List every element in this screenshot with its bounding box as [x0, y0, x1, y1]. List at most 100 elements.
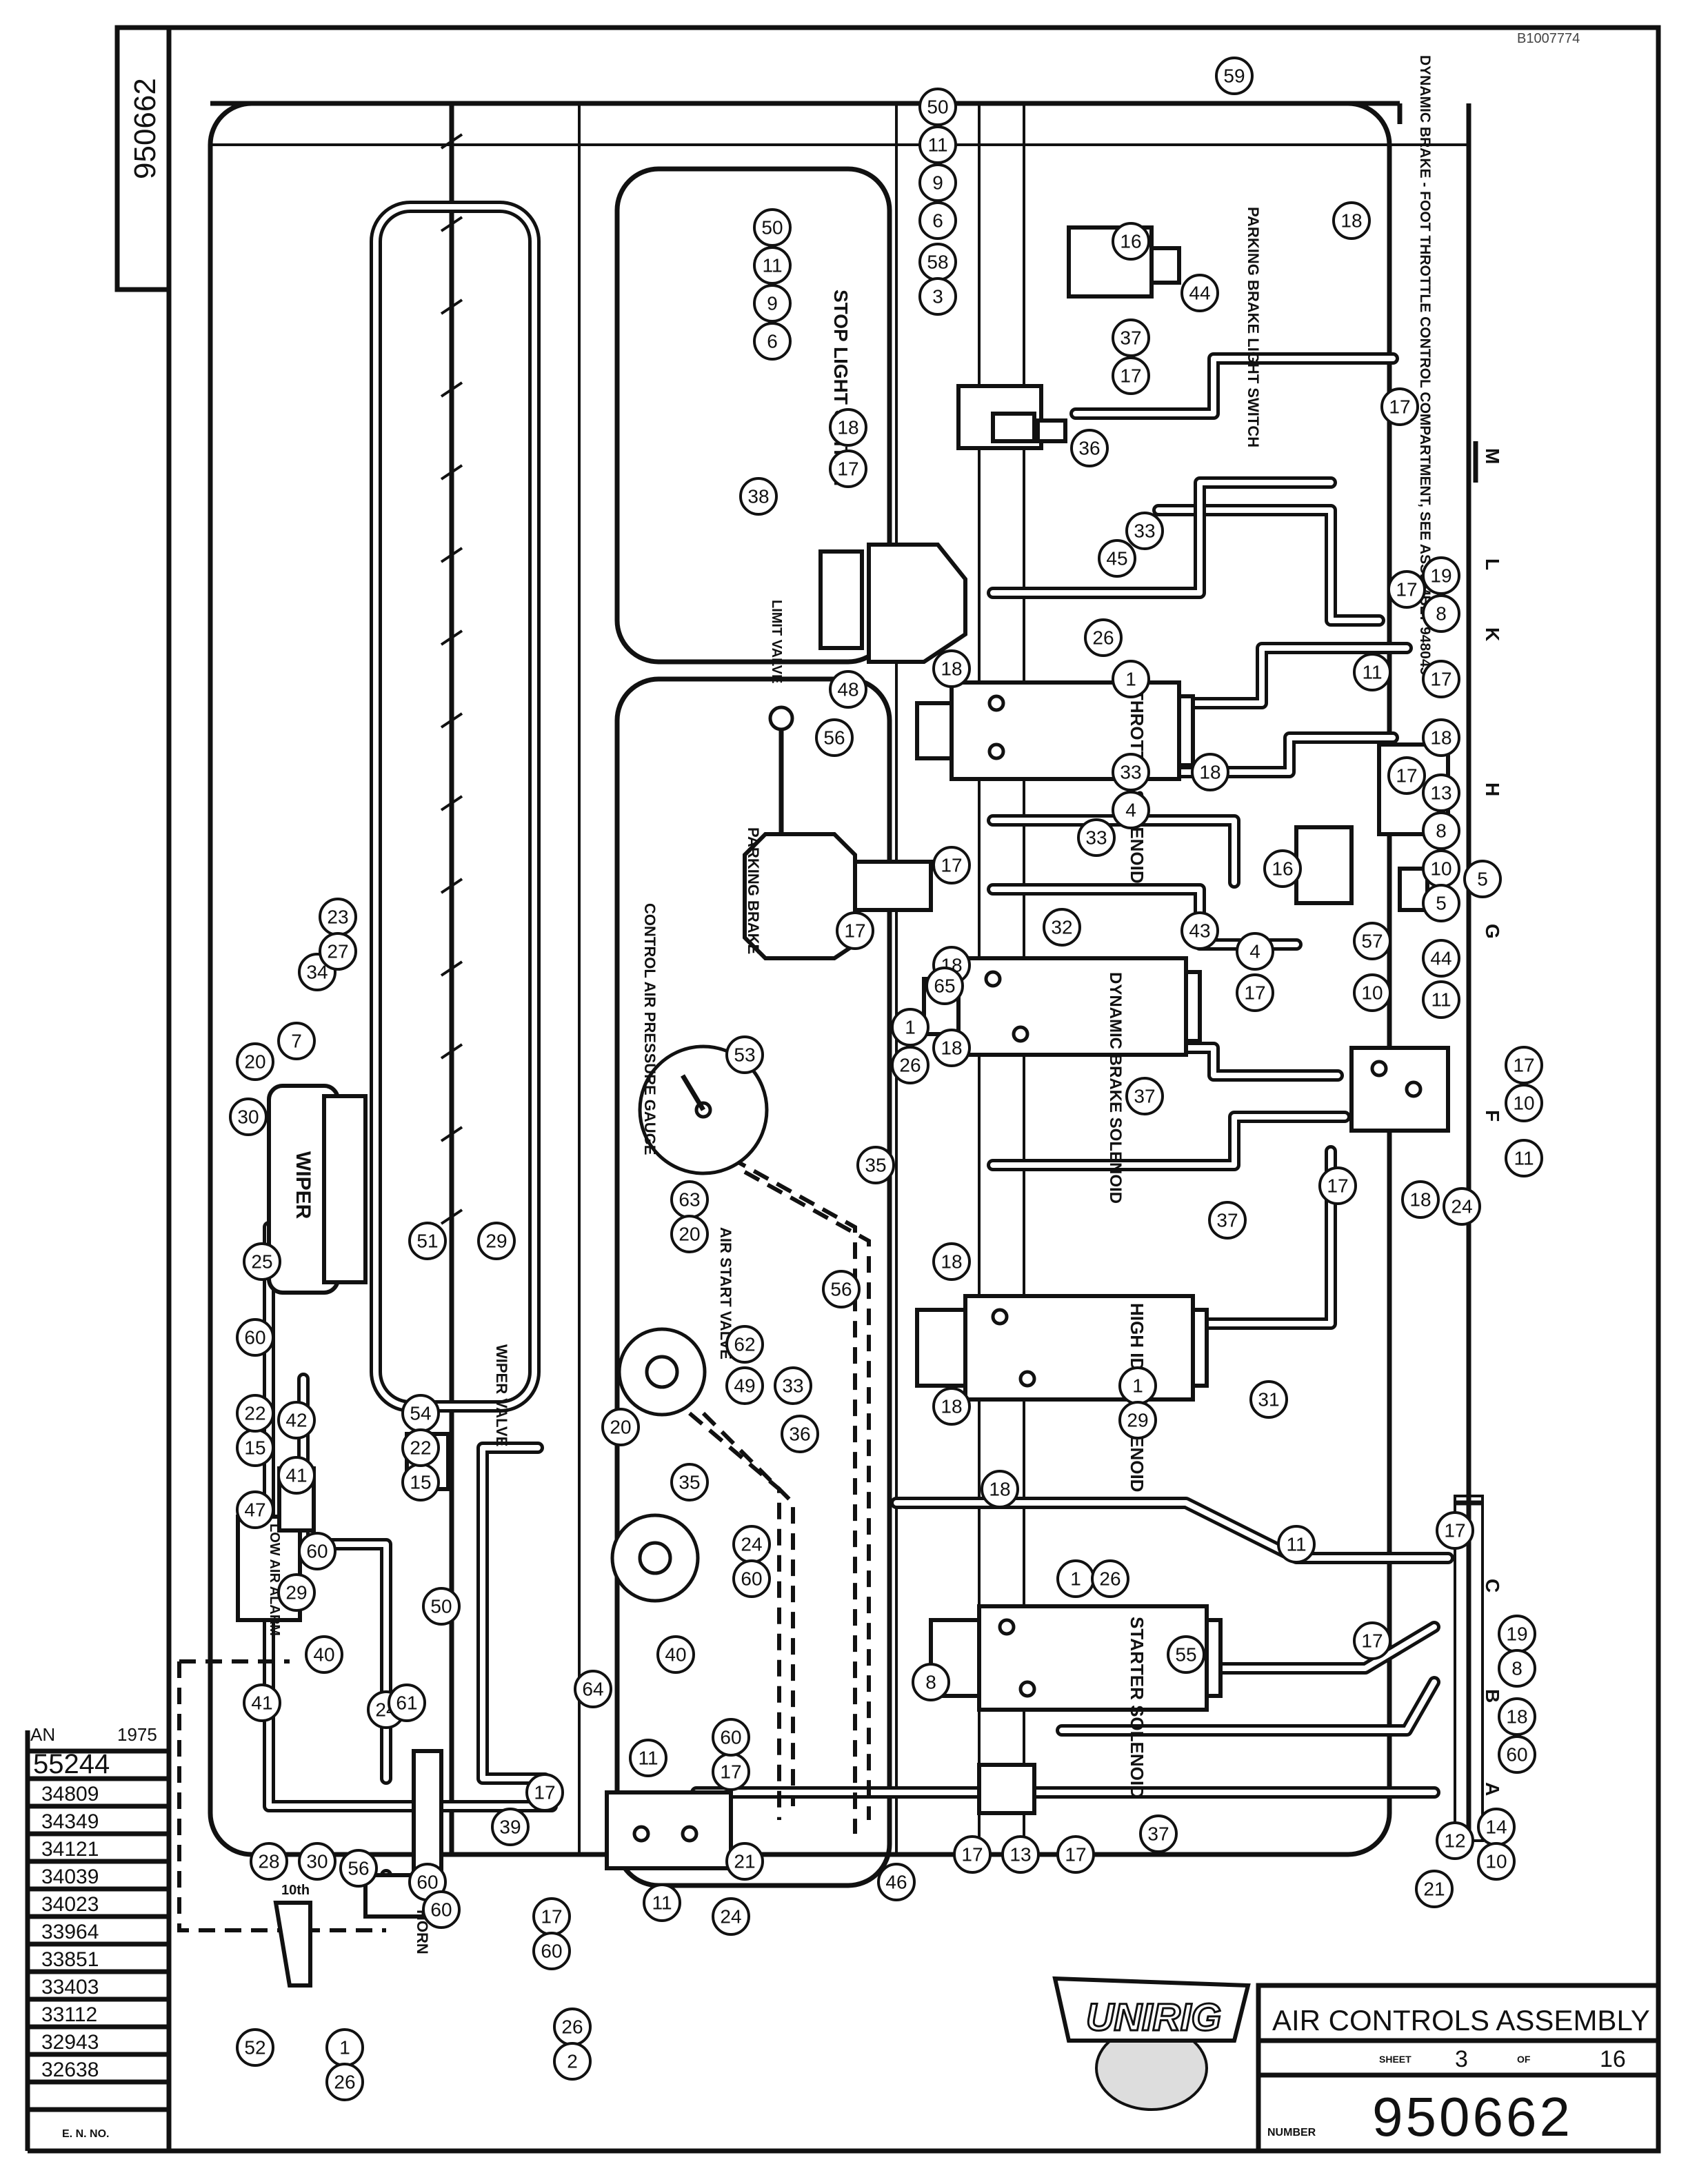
item-balloons: 59 50 11 9 6 50 11 9 6 58 3 16 37 17 44 … — [229, 57, 1543, 2101]
starter-solenoid-label: STARTER SOLENOID — [1127, 1617, 1147, 1799]
item-balloon: 60 — [1506, 1744, 1527, 1766]
item-balloon: 45 — [1106, 548, 1127, 569]
item-balloon: 17 — [844, 920, 865, 942]
item-balloon: 61 — [396, 1692, 417, 1714]
item-balloon: 18 — [1340, 210, 1362, 232]
item-balloon: 17 — [1361, 1630, 1383, 1652]
fitting-block-f — [1349, 1046, 1450, 1133]
item-balloon: 17 — [1444, 1520, 1465, 1541]
item-balloon: 16 — [1272, 858, 1293, 880]
control-air-pressure-gauge-label: CONTROL AIR PRESSURE GAUGE — [641, 903, 659, 1155]
item-balloon: 1 — [1132, 1375, 1143, 1397]
item-balloon: 9 — [767, 293, 778, 314]
item-balloon: 11 — [1514, 1148, 1534, 1169]
unirig-logo: UNIRIG — [1052, 1976, 1251, 2111]
item-balloon: 18 — [837, 417, 858, 438]
revision-entry: 32943 — [41, 2031, 99, 2054]
item-balloon: 42 — [285, 1410, 307, 1431]
item-balloon: 60 — [741, 1568, 762, 1590]
item-balloon: 64 — [582, 1679, 603, 1700]
item-balloon: 33 — [1134, 520, 1155, 542]
item-balloon: 17 — [541, 1906, 562, 1928]
item-balloon: 43 — [1189, 920, 1210, 942]
drawing-border — [166, 25, 1661, 2154]
item-balloon: 26 — [334, 2072, 355, 2093]
item-balloon: 19 — [1506, 1624, 1527, 1645]
item-balloon: 8 — [1436, 820, 1447, 842]
item-balloon: 60 — [430, 1899, 452, 1921]
corner-code: B1007774 — [1517, 31, 1580, 46]
item-balloon: 11 — [1286, 1534, 1306, 1555]
item-balloon: 25 — [251, 1251, 272, 1273]
item-balloon: 21 — [1423, 1879, 1445, 1900]
item-balloon: 18 — [1409, 1189, 1431, 1211]
item-balloon: 17 — [961, 1844, 983, 1866]
item-balloon: 2 — [567, 2051, 578, 2072]
item-balloon: 50 — [927, 97, 948, 118]
item-balloon: 13 — [1009, 1844, 1031, 1866]
port-f: F — [1482, 1110, 1503, 1122]
drawing-title: AIR CONTROLS ASSEMBLY — [1272, 2004, 1650, 2036]
item-balloon: 10 — [1361, 982, 1383, 1004]
item-balloon: 10 — [1513, 1093, 1534, 1114]
item-balloon: 54 — [410, 1403, 431, 1424]
item-balloon: 31 — [1258, 1389, 1279, 1410]
item-balloon: 47 — [244, 1499, 265, 1521]
item-balloon: 17 — [1065, 1844, 1086, 1866]
port-a: A — [1482, 1782, 1503, 1796]
item-balloon: 30 — [306, 1851, 328, 1872]
item-balloon: 3 — [932, 286, 943, 307]
item-balloon: 37 — [1120, 327, 1141, 349]
item-balloon: 44 — [1430, 948, 1451, 969]
item-balloon: 62 — [734, 1334, 755, 1355]
item-balloon: 24 — [720, 1906, 741, 1928]
item-balloon: 20 — [610, 1417, 631, 1438]
wiper-valve — [610, 1513, 700, 1603]
item-balloon: 30 — [237, 1106, 259, 1128]
of-label: OF — [1517, 2054, 1531, 2065]
control-air-pressure-gauge — [638, 1044, 769, 1175]
item-balloon: 37 — [1216, 1210, 1238, 1231]
item-balloon: 18 — [941, 1396, 962, 1417]
item-balloon: 37 — [1147, 1823, 1169, 1845]
item-balloon: 58 — [927, 252, 948, 273]
port-l: L — [1482, 558, 1503, 570]
relay-valve-g — [1294, 825, 1429, 912]
item-balloon: 14 — [1485, 1817, 1507, 1838]
item-balloon: 29 — [1127, 1410, 1148, 1431]
port-k: K — [1482, 627, 1503, 641]
top-drawing-number: 950662 — [128, 78, 162, 179]
revision-block: AN 1975 55244 34809 34349 34121 34039 34… — [28, 1724, 169, 2140]
item-balloon: 5 — [1436, 893, 1447, 914]
stop-light-switch — [956, 384, 1067, 450]
item-balloon: 20 — [679, 1224, 700, 1245]
item-balloon: 38 — [747, 486, 769, 507]
item-balloon: 1 — [905, 1017, 916, 1038]
item-balloon: 49 — [734, 1375, 755, 1397]
revision-entry: 33112 — [41, 2003, 97, 2026]
item-balloon: 17 — [534, 1782, 555, 1803]
revision-entry: 34349 — [41, 1810, 99, 1833]
item-balloon: 17 — [1327, 1175, 1348, 1197]
item-balloon: 23 — [327, 907, 348, 928]
item-balloon: 24 — [741, 1534, 762, 1555]
dynamic-brake-solenoid-label: DYNAMIC BRAKE SOLENOID — [1106, 972, 1125, 1204]
item-balloon: 51 — [416, 1231, 438, 1252]
horn-note: 10th — [281, 1883, 310, 1898]
item-balloon: 17 — [1396, 765, 1417, 787]
item-balloon: 50 — [430, 1596, 452, 1617]
revision-entry: 34023 — [41, 1893, 99, 1916]
item-balloon: 17 — [941, 855, 962, 876]
item-balloon: 13 — [1430, 782, 1451, 804]
item-balloon: 57 — [1361, 931, 1383, 952]
high-idle-solenoid — [915, 1294, 1209, 1402]
item-balloon: 7 — [291, 1031, 302, 1052]
revision-header-right: 1975 — [117, 1724, 157, 1745]
item-balloon: 11 — [638, 1748, 658, 1769]
item-balloon: 29 — [285, 1582, 307, 1604]
item-balloon: 17 — [1244, 982, 1265, 1004]
dynamic-brake-solenoid — [922, 956, 1202, 1057]
item-balloon: 6 — [932, 210, 943, 232]
item-balloon: 17 — [837, 458, 858, 480]
